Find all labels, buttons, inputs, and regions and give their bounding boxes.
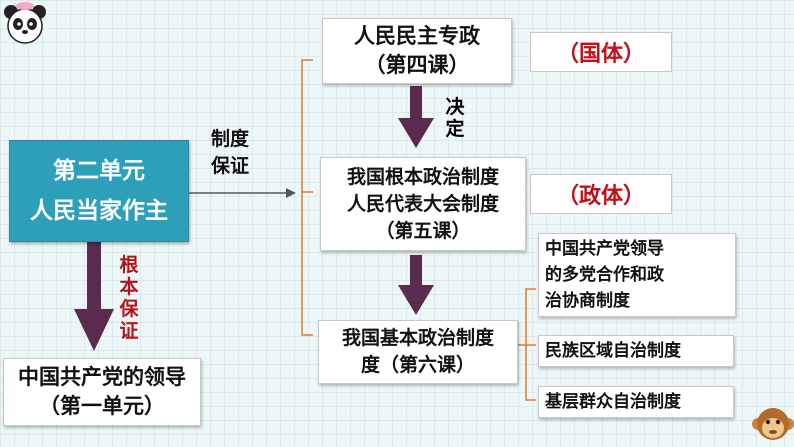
system-guarantee-arrow xyxy=(188,188,296,198)
dictatorship-box: 人民民主专政 （第四课） xyxy=(322,18,512,84)
political-system-tag: （政体） xyxy=(530,174,672,214)
basic-system-box: 我国基本政治制度 度（第六课） xyxy=(318,320,518,384)
panda-icon xyxy=(4,2,46,44)
party-leadership-box: 中国共产党的领导 （第一单元） xyxy=(3,358,201,426)
unit-title-box: 第二单元 人民当家作主 xyxy=(9,140,189,242)
dictatorship-line1: 人民民主专政 xyxy=(354,24,480,48)
arrow-fundamental-to-basic xyxy=(398,255,434,315)
sub-system-grassroots: 基层群众自治制度 xyxy=(538,386,734,418)
label-bao: 保 xyxy=(119,298,139,320)
main-bracket xyxy=(301,59,313,336)
monkey-icon xyxy=(752,408,794,440)
party-line1: 中国共产党的领导 xyxy=(18,365,186,389)
arrow-fundamental-guarantee xyxy=(74,241,114,351)
basic-line1: 我国基本政治制度 xyxy=(341,327,494,349)
label-gen: 根 xyxy=(119,254,139,276)
label-ben: 本 xyxy=(119,276,139,298)
sub-system-multiparty-line3: 治协商制度 xyxy=(545,291,630,311)
label-zhidu: 制度 xyxy=(211,128,250,150)
basic-line2: 度（第六课） xyxy=(360,354,475,376)
sub-system-ethnic-line: 民族区域自治制度 xyxy=(545,341,681,361)
party-line2: （第一单元） xyxy=(39,394,165,418)
sub-system-multiparty: 中国共产党领导 的多党合作和政 治协商制度 xyxy=(538,233,736,317)
sub-system-ethnic-autonomy: 民族区域自治制度 xyxy=(538,335,734,367)
arrow-decide xyxy=(398,86,434,148)
fundamental-line2: 人民代表大会制度 xyxy=(346,192,499,215)
label-jue: 决 xyxy=(445,96,465,118)
fundamental-system-box: 我国根本政治制度 人民代表大会制度 （第五课） xyxy=(320,157,526,251)
sub-bracket xyxy=(516,288,536,401)
label-baozheng: 保证 xyxy=(211,155,250,177)
label-ding: 定 xyxy=(445,118,465,140)
sub-system-multiparty-line2: 的多党合作和政 xyxy=(545,265,664,285)
sub-system-multiparty-line1: 中国共产党领导 xyxy=(545,239,664,259)
unit-title-line2: 人民当家作主 xyxy=(30,198,168,224)
dictatorship-line2: （第四课） xyxy=(364,53,470,77)
state-system-tag: （国体） xyxy=(530,32,672,72)
unit-title-line1: 第二单元 xyxy=(53,158,145,184)
label-zheng: 证 xyxy=(119,320,139,342)
down-arrows xyxy=(74,86,434,351)
sub-system-grassroots-line: 基层群众自治制度 xyxy=(545,392,681,412)
fundamental-line1: 我国根本政治制度 xyxy=(346,165,499,188)
fundamental-line3: （第五课） xyxy=(375,219,471,242)
